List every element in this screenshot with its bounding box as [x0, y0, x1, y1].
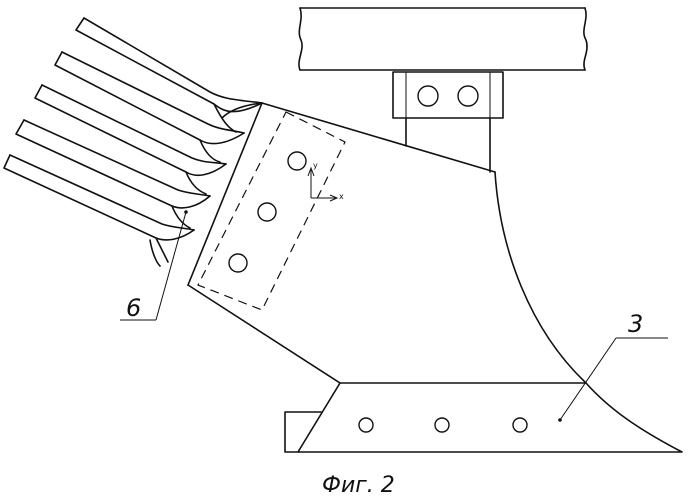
tine-3 — [34, 84, 227, 195]
leader-6: 6 — [120, 210, 188, 322]
axis-x-label: x — [339, 192, 344, 201]
bracket-bolt-1 — [417, 85, 439, 107]
leader-3: 3 — [558, 310, 668, 422]
figure-caption: Фиг. 2 — [322, 473, 395, 498]
heel-block — [284, 411, 322, 453]
frame-beam — [298, 7, 588, 71]
share — [297, 382, 683, 453]
coordinate-axes: x y — [307, 161, 344, 202]
bracket-bolt-2 — [457, 85, 479, 107]
mounting-bracket — [392, 71, 504, 119]
label-3: 3 — [628, 310, 643, 338]
stand-post — [405, 117, 491, 173]
plate-bolt-1 — [287, 151, 307, 171]
share-hole-3 — [512, 417, 528, 433]
mouldboard — [187, 102, 587, 384]
tine-2 — [54, 51, 245, 163]
tine-4 — [15, 119, 211, 229]
plate-bolt-3 — [228, 253, 248, 273]
tine-5 — [3, 154, 195, 263]
tines — [3, 17, 263, 267]
share-hole-1 — [358, 417, 374, 433]
share-hole-2 — [434, 417, 450, 433]
plate-bolt-2 — [257, 202, 277, 222]
axis-y-label: y — [313, 161, 318, 170]
tine-root-curve — [149, 239, 161, 267]
label-6: 6 — [126, 294, 141, 322]
holder-plate — [228, 151, 307, 273]
